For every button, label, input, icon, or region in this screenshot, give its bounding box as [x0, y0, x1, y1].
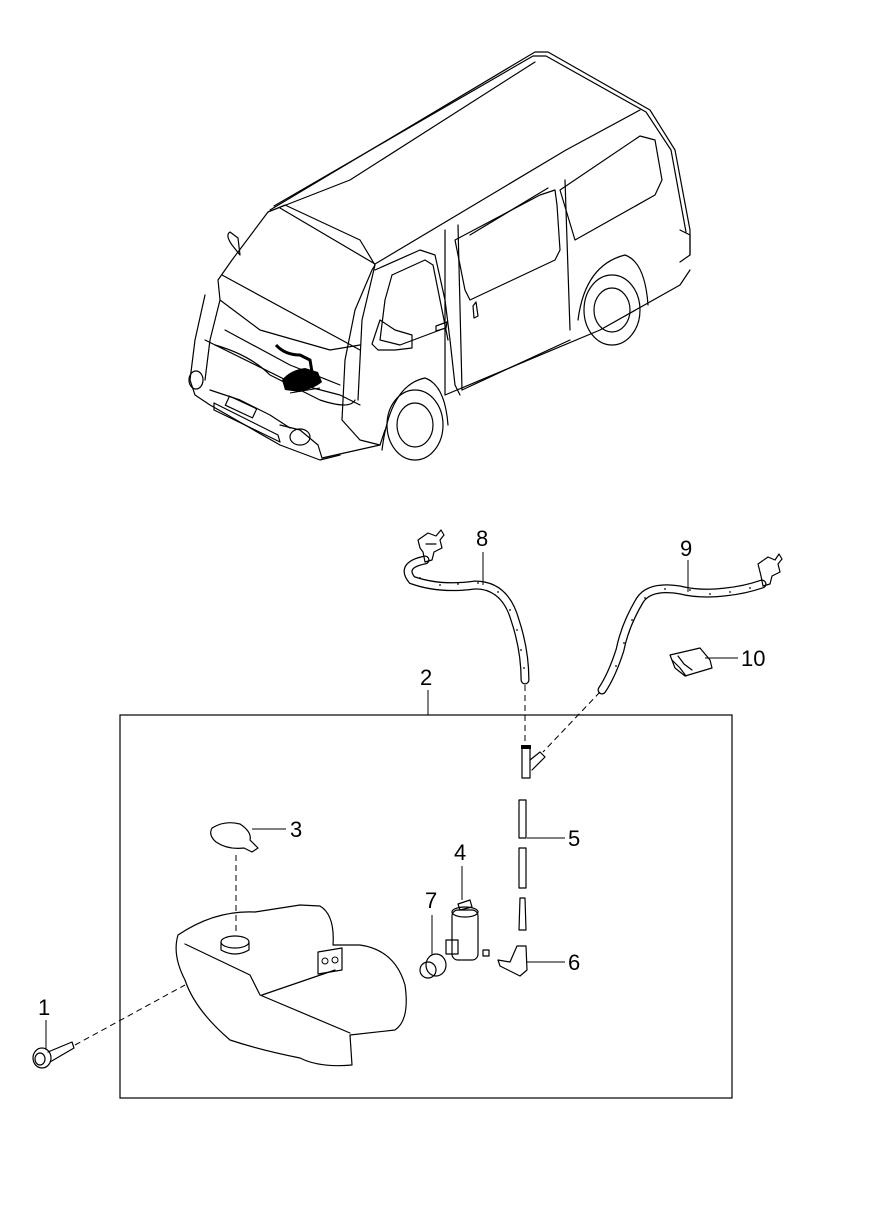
part-6-elbow [497, 945, 528, 977]
callout-1: 1 [38, 995, 50, 1020]
part-1-bolt [32, 1041, 75, 1069]
part-9-hose-right [597, 553, 783, 695]
part-8-hose-left [403, 529, 530, 685]
callout-labels: 1 2 3 4 5 6 7 8 9 10 [38, 526, 765, 1020]
callout-2: 2 [420, 665, 432, 690]
y-connector [521, 745, 546, 779]
part-3-cap [210, 822, 259, 853]
leader-lines [45, 552, 738, 1050]
reservoir-location-marker [282, 368, 322, 392]
callout-7: 7 [425, 888, 437, 913]
washer-tank [175, 904, 407, 1067]
part-7-grommet [419, 953, 447, 979]
part-2-assembly-box [119, 714, 733, 1099]
callout-9: 9 [680, 536, 692, 561]
callout-10: 10 [741, 646, 765, 671]
part-5-hose [518, 799, 527, 931]
callout-8: 8 [476, 526, 488, 551]
van-illustration [188, 51, 691, 461]
part-10-clip [669, 647, 713, 677]
part-4-pump [445, 899, 490, 961]
callout-3: 3 [290, 817, 302, 842]
callout-6: 6 [568, 950, 580, 975]
callout-5: 5 [568, 826, 580, 851]
alignment-lines [74, 685, 601, 1046]
callout-4: 4 [454, 840, 466, 865]
